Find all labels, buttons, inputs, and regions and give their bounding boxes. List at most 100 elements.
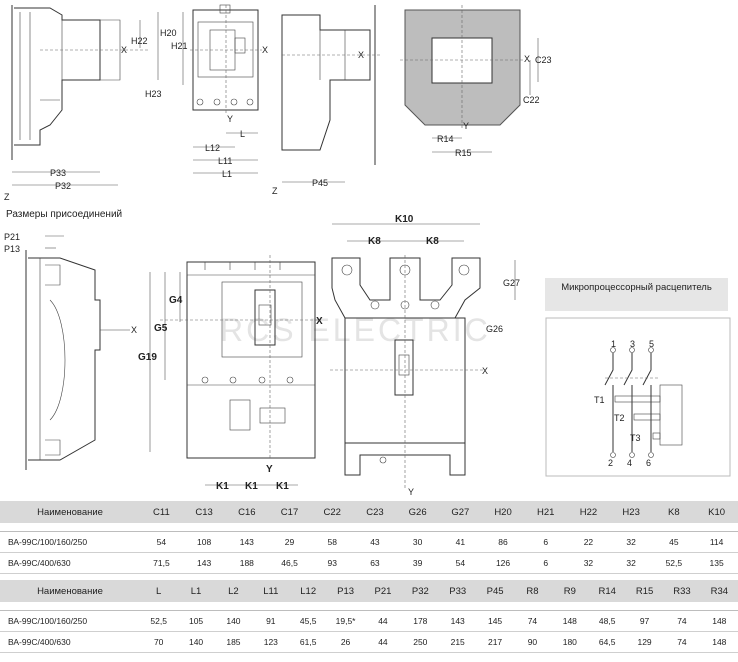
table-header-cell: L1: [177, 580, 215, 602]
table-cell: 148: [700, 610, 738, 632]
table-header-cell: R15: [625, 580, 664, 602]
table-header-cell: R9: [551, 580, 589, 602]
micro-release-diagram: 1 3 5 2 4 6 T1 T2 T3: [545, 317, 731, 477]
label-g4: G4: [169, 295, 183, 306]
table-cell: 52,5: [140, 610, 178, 632]
table-header-cell: R34: [700, 580, 738, 602]
table-cell: 148: [700, 631, 738, 653]
table-cell: 29: [268, 531, 311, 553]
table-cell: ВА-99С/400/630: [0, 631, 140, 653]
table-cell: 39: [396, 552, 439, 574]
connection-front-view: X G4 G5 G19 Y K1 K1 K1: [138, 255, 323, 492]
technical-drawings: H22 H20 H21 H23 X P33 P32 Z X Y L L12 L1…: [4, 4, 731, 497]
table-header-cell: P33: [439, 580, 477, 602]
label-x6: X: [316, 316, 323, 327]
table-cell: 54: [140, 531, 183, 553]
label-l12: L12: [205, 143, 220, 153]
table-cell: 91: [252, 610, 290, 632]
label-y3: Y: [266, 464, 273, 475]
table-header-cell: L12: [289, 580, 327, 602]
table-cell: 90: [513, 631, 552, 653]
label-x4: X: [524, 54, 530, 64]
label-x3: X: [358, 50, 364, 60]
table-row: ВА-99С/400/630 70 140 185 123 61,5 26 44…: [0, 631, 738, 653]
table-header-cell: L11: [252, 580, 290, 602]
table-cell: 26: [326, 631, 365, 653]
table-cell: 217: [476, 631, 514, 653]
table-header-cell: P13: [326, 580, 365, 602]
table-cell: 188: [225, 552, 269, 574]
label-k1-a: K1: [216, 481, 229, 492]
table-cell: 41: [438, 531, 482, 553]
table-cell: 135: [695, 552, 738, 574]
table-cell: 143: [225, 531, 269, 553]
label-h22: H22: [131, 36, 148, 46]
table-cell: 126: [481, 552, 525, 574]
label-k8-b: K8: [426, 236, 439, 247]
table-header-cell: G26: [396, 501, 439, 523]
table-row: ВА-99С/400/630 71,5 143 188 46,5 93 63 3…: [0, 552, 738, 574]
table-header-row: Наименование C11 C13 C16 C17 C22 C23 G26…: [0, 501, 738, 523]
label-h21: H21: [171, 41, 188, 51]
dimensions-table-1: Наименование C11 C13 C16 C17 C22 C23 G26…: [0, 501, 738, 574]
table-header-cell: Наименование: [0, 580, 140, 602]
label-n1: 1: [611, 339, 616, 349]
table-cell: 97: [625, 610, 664, 632]
table-cell: 114: [695, 531, 738, 553]
table-cell: 148: [551, 610, 589, 632]
label-y1: Y: [227, 114, 233, 124]
table-header-cell: C11: [140, 501, 183, 523]
label-k8-a: K8: [368, 236, 381, 247]
label-p33: P33: [50, 168, 66, 178]
table-cell: ВА-99С/100/160/250: [0, 610, 140, 632]
table-cell: 61,5: [289, 631, 327, 653]
table-header-cell: P32: [401, 580, 439, 602]
label-t3: T3: [630, 433, 641, 443]
table-header-cell: C23: [353, 501, 397, 523]
table-cell: 123: [252, 631, 290, 653]
connection-dimensions-title: Размеры присоединений: [6, 209, 123, 220]
label-z1: Z: [4, 192, 10, 202]
table-cell: 44: [364, 631, 402, 653]
label-p13: P13: [4, 244, 20, 254]
front-view-top: X Y L L12 L11 L1: [190, 4, 268, 179]
table-header-cell: H22: [567, 501, 610, 523]
table-cell: 140: [177, 631, 215, 653]
table-cell: 250: [401, 631, 439, 653]
table-cell: 178: [401, 610, 439, 632]
label-n3: 3: [630, 339, 635, 349]
table-cell: 215: [439, 631, 477, 653]
connection-side-view: P21 P13 X: [4, 232, 137, 470]
table-cell: 143: [182, 552, 226, 574]
table-header-cell: H23: [609, 501, 653, 523]
table-header-cell: C16: [225, 501, 269, 523]
table-header-cell: P21: [364, 580, 402, 602]
table-row: ВА-99С/100/160/250 52,5 105 140 91 45,5 …: [0, 610, 738, 632]
label-c22: C22: [523, 95, 540, 105]
table-cell: 54: [438, 552, 482, 574]
table-header-row: Наименование L L1 L2 L11 L12 P13 P21 P32…: [0, 580, 738, 602]
table-cell: 129: [625, 631, 664, 653]
label-y2: Y: [463, 121, 469, 131]
table-cell: 185: [214, 631, 253, 653]
table-header-cell: L: [140, 580, 178, 602]
label-k10: K10: [395, 214, 414, 225]
label-p32: P32: [55, 181, 71, 191]
label-r14: R14: [437, 134, 454, 144]
table-cell: 70: [140, 631, 178, 653]
dimensions-table-2: Наименование L L1 L2 L11 L12 P13 P21 P32…: [0, 580, 738, 653]
table-cell: 180: [551, 631, 589, 653]
label-x7: X: [482, 366, 488, 376]
table-cell: 48,5: [588, 610, 626, 632]
label-y4: Y: [408, 487, 414, 497]
table-cell: ВА-99С/400/630: [0, 552, 141, 574]
table-cell: 58: [310, 531, 354, 553]
table-cell: 22: [567, 531, 610, 553]
label-x1: X: [121, 45, 127, 55]
table-cell: 45: [652, 531, 696, 553]
table-header-cell: L2: [214, 580, 253, 602]
table-cell: 52,5: [652, 552, 696, 574]
table-cell: 74: [663, 631, 701, 653]
label-g5: G5: [154, 323, 168, 334]
table-cell: 6: [524, 552, 568, 574]
